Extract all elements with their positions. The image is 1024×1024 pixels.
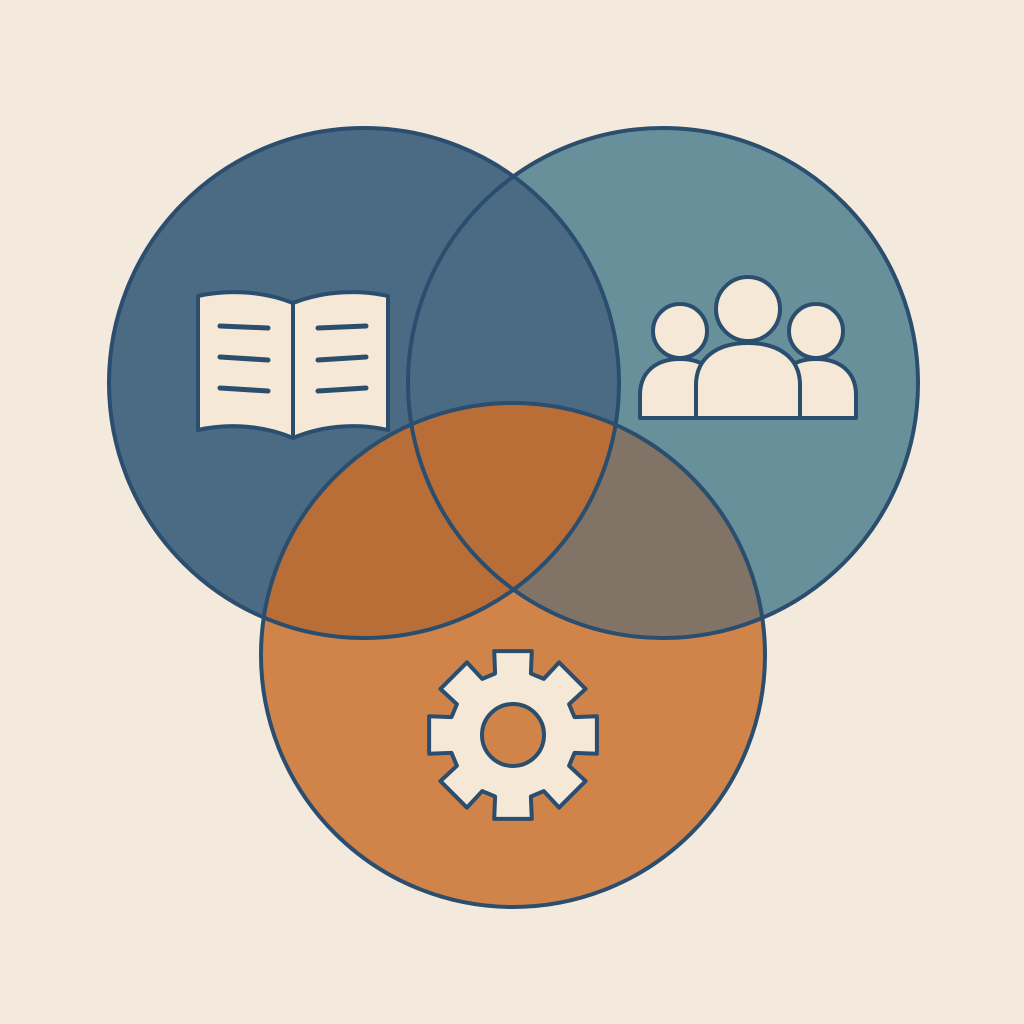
- people-group-icon: [638, 275, 858, 420]
- outline-right: [406, 126, 920, 640]
- outline-left: [107, 126, 621, 640]
- outline-bottom: [259, 401, 767, 909]
- gear-icon: [427, 649, 599, 821]
- gear-hole: [480, 702, 546, 768]
- overlap-left-bottom: [261, 403, 619, 638]
- overlap-right-bottom: [408, 403, 765, 638]
- open-book-icon: [196, 290, 390, 440]
- circle-outlines: [107, 126, 920, 909]
